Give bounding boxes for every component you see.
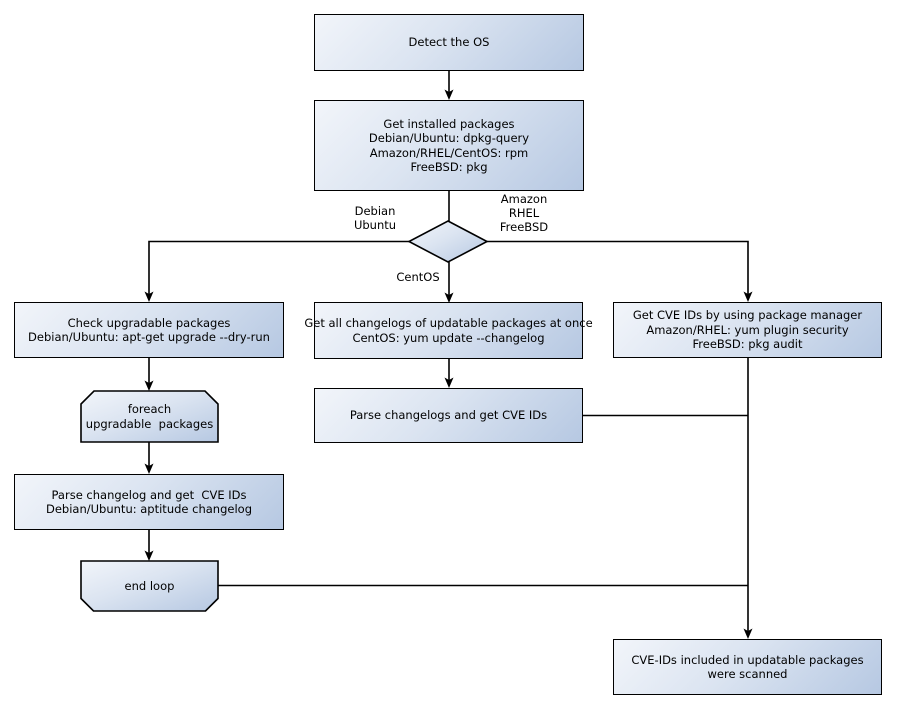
node-get-all-changelogs: Get all changelogs of updatable packages… — [304, 302, 593, 359]
end-loop-shape — [80, 560, 219, 612]
edge-label-debian-ubuntu: Debian Ubuntu — [353, 204, 397, 232]
node-parse-changelogs-mid: Parse changelogs and get CVE IDs — [314, 388, 583, 443]
node-check-upgradable-label: Check upgradable packages Debian/Ubuntu:… — [28, 315, 270, 345]
decision-os-diamond — [407, 220, 489, 263]
arrow-into-foreach — [144, 380, 154, 391]
arrow-into-get-cve-right — [743, 291, 753, 302]
connector-lines — [148, 71, 749, 631]
node-get-cve-ids-right: Get CVE IDs by using package manager Ama… — [613, 302, 882, 358]
arrow-into-get-all-changelogs — [444, 292, 454, 303]
edge-label-centos: CentOS — [396, 270, 440, 284]
foreach-loop-shape — [80, 390, 219, 443]
node-check-upgradable: Check upgradable packages Debian/Ubuntu:… — [14, 302, 284, 358]
node-parse-changelog-left: Parse changelog and get CVE IDs Debian/U… — [14, 474, 284, 530]
arrow-into-check-upgradable — [144, 291, 154, 302]
node-parse-changelogs-mid-label: Parse changelogs and get CVE IDs — [349, 408, 548, 423]
arrowheads — [144, 89, 753, 639]
arrow-into-result — [743, 628, 753, 639]
arrow-into-parse-left — [144, 463, 154, 474]
node-detect-os: Detect the OS — [314, 14, 584, 71]
arrow-into-installed — [444, 89, 454, 100]
node-get-installed-packages-label: Get installed packages Debian/Ubuntu: dp… — [368, 116, 530, 175]
node-scanned-result-label: CVE-IDs included in updatable packages w… — [631, 652, 864, 682]
edge-decision-to-left — [148, 240, 409, 294]
node-get-cve-ids-right-label: Get CVE IDs by using package manager Ama… — [632, 308, 863, 352]
node-get-installed-packages: Get installed packages Debian/Ubuntu: dp… — [314, 100, 584, 191]
edge-label-amazon-rhel-freebsd: Amazon RHEL FreeBSD — [499, 192, 549, 234]
edge-decision-to-right — [487, 240, 749, 294]
arrow-into-endloop — [144, 550, 154, 561]
node-parse-changelog-left-label: Parse changelog and get CVE IDs Debian/U… — [46, 487, 252, 517]
node-get-all-changelogs-label: Get all changelogs of updatable packages… — [304, 316, 593, 345]
node-detect-os-label: Detect the OS — [408, 35, 490, 50]
arrow-into-parse-mid — [444, 377, 454, 388]
node-scanned-result: CVE-IDs included in updatable packages w… — [613, 639, 882, 695]
